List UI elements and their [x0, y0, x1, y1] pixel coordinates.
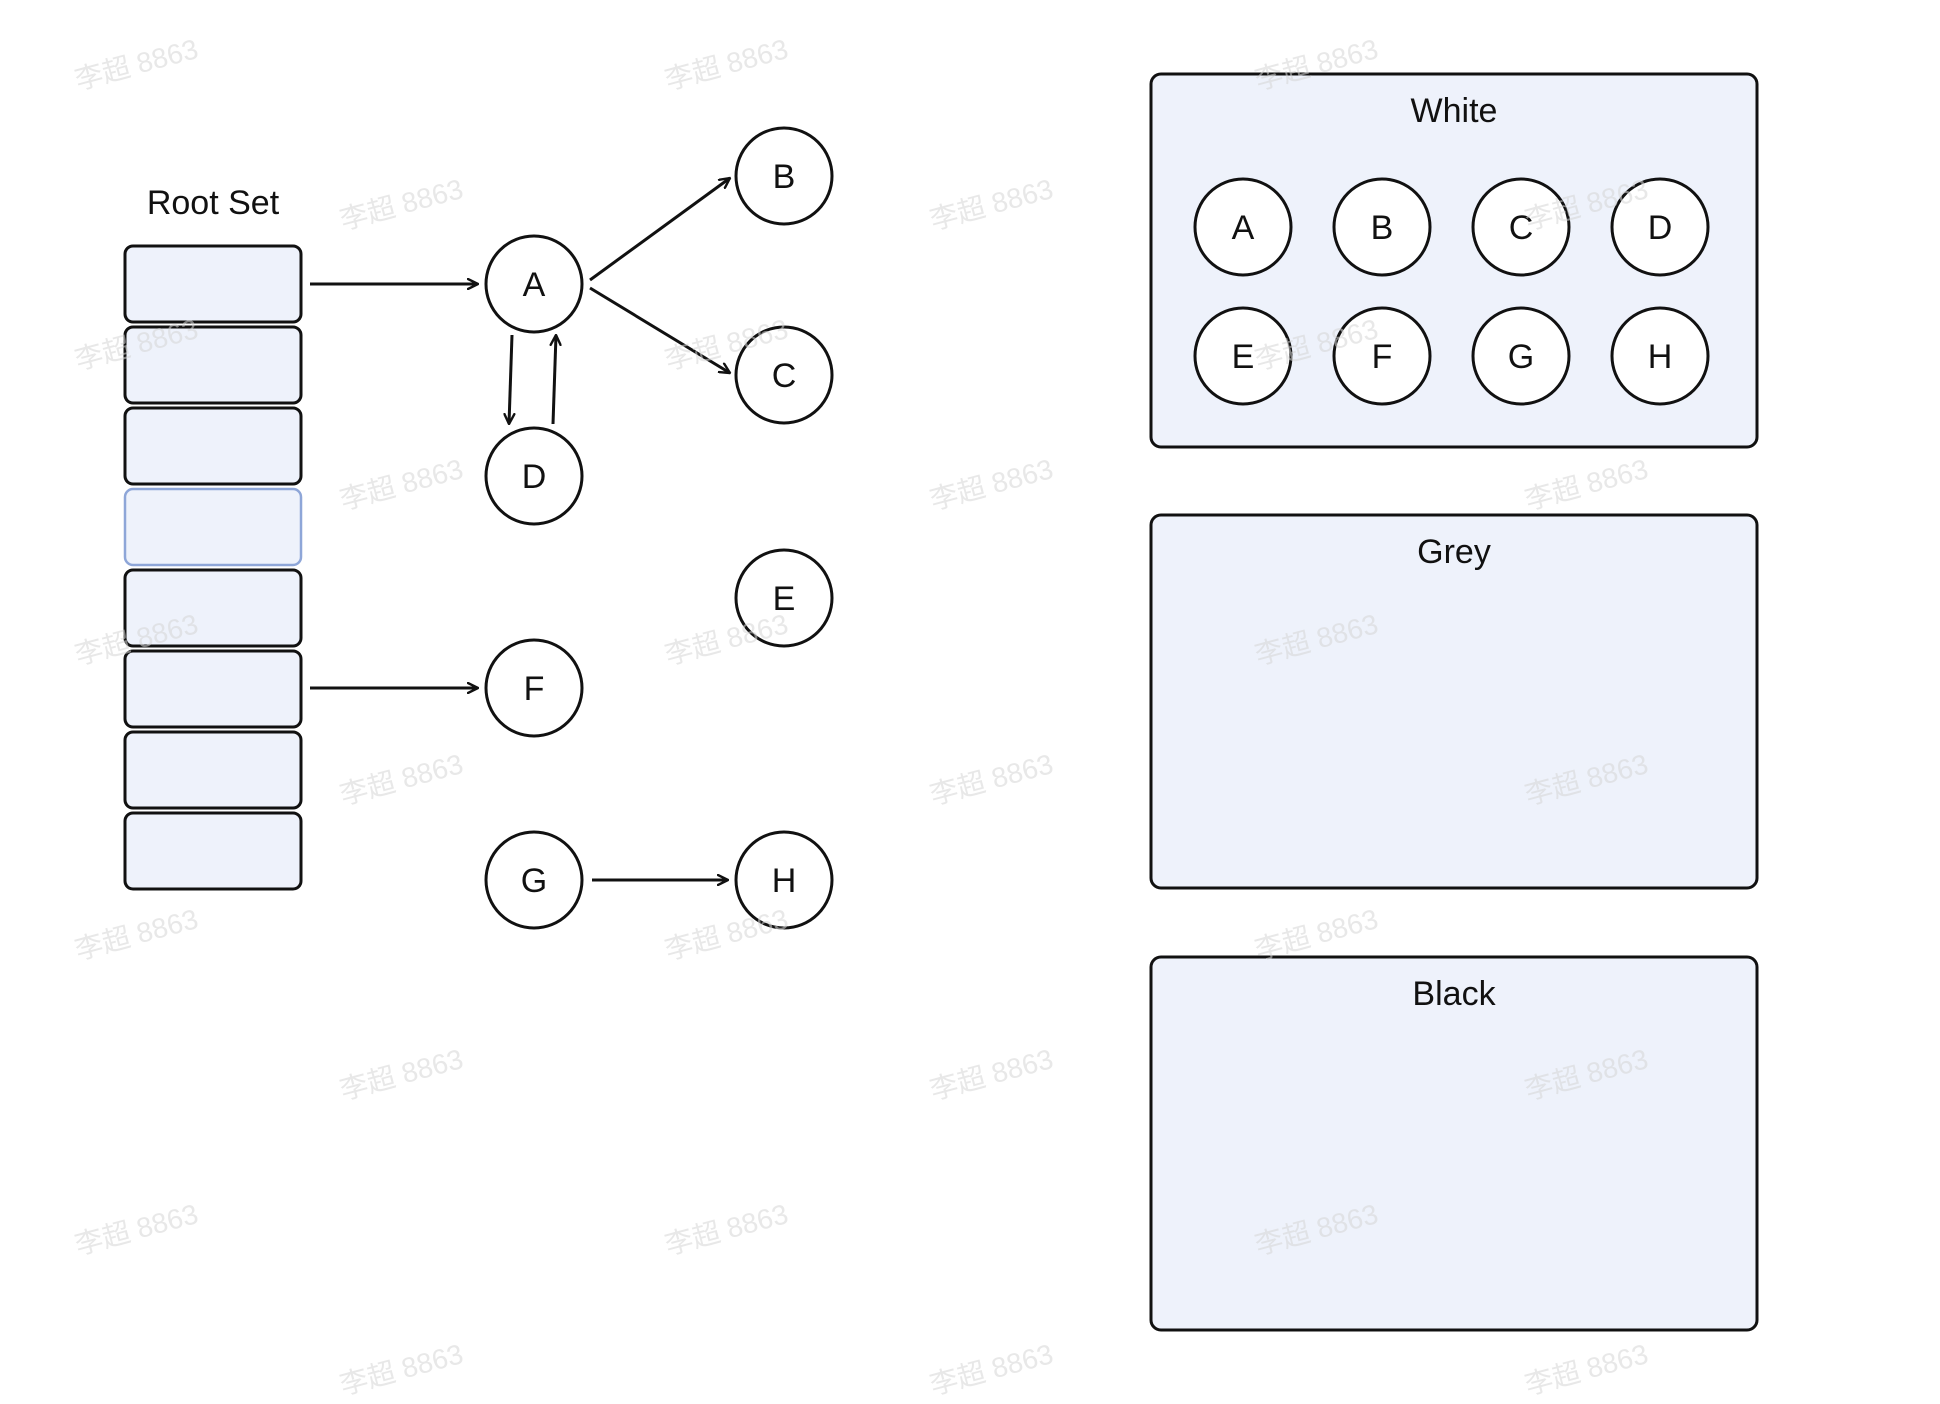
root-set: Root Set [123, 184, 303, 891]
root-set-slot [123, 568, 303, 648]
grey-set-panel: Grey [1149, 513, 1759, 890]
root-set-slot [123, 244, 303, 324]
root-set-slot [123, 406, 303, 486]
white-set-member-a: A [1193, 177, 1293, 277]
graph-node-d: D [484, 426, 584, 526]
graph-edges [310, 176, 730, 880]
root-set-slot [123, 649, 303, 729]
white-set-member-label: E [1232, 338, 1255, 376]
graph-node-h-label: H [772, 862, 797, 900]
white-set-member-label: G [1508, 338, 1534, 376]
graph-node-e: E [734, 548, 834, 648]
edge-a-to-c [589, 286, 730, 375]
edge-d-to-a [553, 335, 556, 425]
graph-node-c-label: C [772, 357, 797, 395]
graph-node-h: H [734, 830, 834, 930]
black-set-title: Black [1412, 975, 1496, 1013]
graph-node-a: A [484, 234, 584, 334]
root-set-slot [123, 730, 303, 810]
edge-a-to-b [589, 176, 730, 282]
root-set-slot [123, 487, 303, 567]
graph-node-f: F [484, 638, 584, 738]
white-set-member-e: E [1193, 306, 1293, 406]
graph-node-b-label: B [773, 158, 796, 196]
white-set-member-label: B [1371, 209, 1394, 247]
black-set-panel: Black [1149, 955, 1759, 1332]
white-set-member-label: D [1648, 209, 1673, 247]
white-set-member-h: H [1610, 306, 1710, 406]
root-set-slot [123, 811, 303, 891]
white-set-panel: White A B C D E F G H [1149, 72, 1759, 449]
graph-node-d-label: D [522, 458, 547, 496]
white-set-member-f: F [1332, 306, 1432, 406]
white-set-member-b: B [1332, 177, 1432, 277]
white-set-member-g: G [1471, 306, 1571, 406]
graph-node-f-label: F [524, 670, 545, 708]
graph-node-e-label: E [773, 580, 796, 618]
graph-node-a-label: A [523, 266, 546, 304]
white-set-title: White [1411, 92, 1498, 130]
graph-node-g: G [484, 830, 584, 930]
white-set-member-label: C [1509, 209, 1534, 247]
graph-nodes: A B C D E F G [484, 126, 834, 930]
white-set-member-c: C [1471, 177, 1571, 277]
root-set-slot [123, 325, 303, 405]
root-set-slots [123, 244, 303, 891]
root-set-title: Root Set [147, 184, 280, 222]
white-set-member-label: F [1372, 338, 1393, 376]
white-set-member-d: D [1610, 177, 1710, 277]
grey-set-title: Grey [1417, 533, 1491, 571]
graph-node-c: C [734, 325, 834, 425]
white-set-member-label: A [1232, 209, 1255, 247]
graph-node-b: B [734, 126, 834, 226]
white-set-member-label: H [1648, 338, 1673, 376]
edge-a-to-d [509, 334, 512, 424]
white-set-members: A B C D E F G H [1193, 177, 1710, 406]
graph-node-g-label: G [521, 862, 547, 900]
